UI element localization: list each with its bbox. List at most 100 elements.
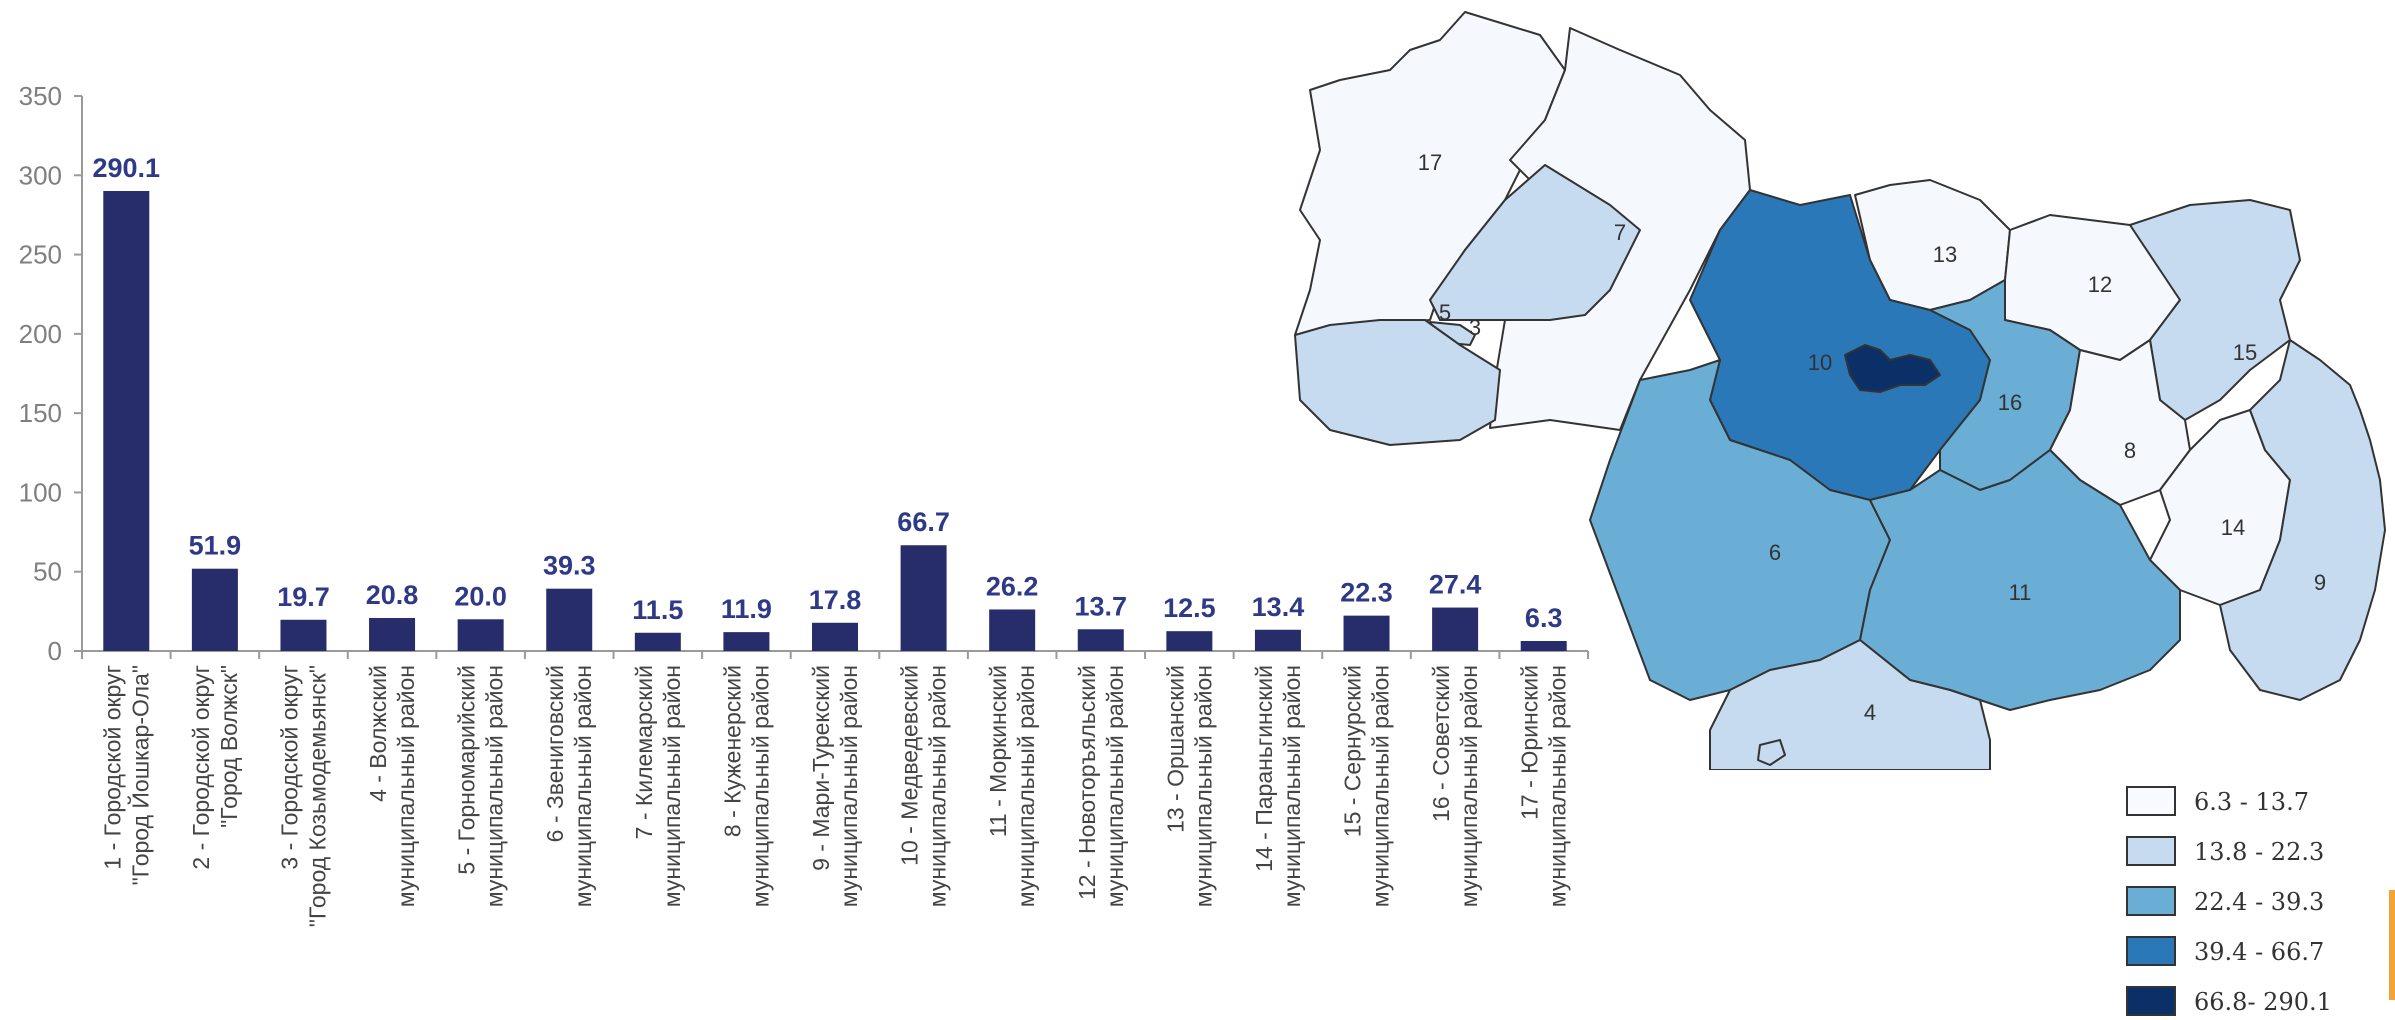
bar xyxy=(1432,607,1479,651)
data-label: 11.5 xyxy=(632,595,683,625)
category-label-line: 4 - Волжский xyxy=(365,665,391,802)
category-label-line: 15 - Сернурский xyxy=(1340,665,1366,837)
bar xyxy=(1520,641,1567,651)
map-district-label: 7 xyxy=(1614,220,1626,245)
bar xyxy=(457,619,504,651)
bar xyxy=(1166,631,1213,651)
map-district-label: 3 xyxy=(1469,315,1481,340)
data-label: 17.8 xyxy=(809,585,862,615)
y-tick-label: 200 xyxy=(19,319,62,349)
category-label-line: 1 - Городской округ xyxy=(99,665,125,870)
data-label: 13.7 xyxy=(1074,591,1127,621)
category-label-line: 2 - Городской округ xyxy=(188,665,214,870)
data-label: 13.4 xyxy=(1252,592,1305,622)
map-district-5 xyxy=(1429,164,1641,321)
data-label: 19.7 xyxy=(277,582,330,612)
category-label-line: муниципальный район xyxy=(393,665,419,907)
map-legend: 6.3 - 13.7 13.8 - 22.3 22.4 - 39.3 39.4 - 6… xyxy=(2120,770,2395,1016)
legend-swatch xyxy=(2126,786,2176,816)
map-district-label: 15 xyxy=(2233,340,2257,365)
bar xyxy=(546,588,593,651)
map-district-label: 13 xyxy=(1933,242,1957,267)
map-district-9 xyxy=(2219,339,2386,701)
category-label-line: муниципальный район xyxy=(1456,665,1482,907)
map-district-label: 5 xyxy=(1439,300,1451,325)
category-label-line: муниципальный район xyxy=(1013,665,1039,907)
category-label-line: муниципальный район xyxy=(659,665,685,907)
map-district-label: 14 xyxy=(2221,515,2245,540)
bar xyxy=(369,618,416,651)
map-district-17-west xyxy=(1294,319,1501,446)
category-label-line: 12 - Новоторъяльский xyxy=(1074,665,1100,900)
category-label-line: муниципальный район xyxy=(1545,665,1571,907)
map-district-label: 6 xyxy=(1769,540,1781,565)
map-district-label: 12 xyxy=(2088,272,2112,297)
category-label-line: муниципальный район xyxy=(836,665,862,907)
legend-swatch xyxy=(2126,836,2176,866)
legend-label: 6.3 - 13.7 xyxy=(2194,788,2309,816)
data-label: 11.9 xyxy=(721,594,772,624)
category-label-line: муниципальный район xyxy=(1190,665,1216,907)
category-label-line: 11 - Моркинский xyxy=(985,665,1011,837)
category-label-line: 13 - Оршанский xyxy=(1162,665,1188,833)
category-label-line: 16 - Советский xyxy=(1428,665,1454,822)
data-label: 20.8 xyxy=(366,580,419,610)
orange-edge-mark xyxy=(2389,890,2395,1000)
legend-item: 66.8- 290.1 xyxy=(2120,986,2380,1020)
map-district-label: 10 xyxy=(1808,350,1832,375)
bar xyxy=(191,568,238,651)
bar xyxy=(1077,629,1124,651)
map-district-label: 11 xyxy=(2009,580,2032,605)
category-label-line: 9 - Мари-Турекский xyxy=(808,665,834,871)
data-label: 26.2 xyxy=(986,571,1039,601)
y-tick-label: 0 xyxy=(48,636,62,666)
bar xyxy=(280,619,327,651)
category-label-line: 14 - Параньгинский xyxy=(1251,665,1277,872)
y-tick-label: 250 xyxy=(19,240,62,270)
map-city-1 xyxy=(1844,344,1941,393)
category-label-line: "Город Йошкар-Ола" xyxy=(126,665,153,885)
data-label: 27.4 xyxy=(1429,570,1482,600)
data-label: 51.9 xyxy=(189,531,242,561)
legend-label: 39.4 - 66.7 xyxy=(2194,938,2325,966)
bar xyxy=(812,622,858,651)
data-label: 66.7 xyxy=(897,507,950,537)
category-label-line: 3 - Городской округ xyxy=(276,665,302,870)
data-label: 39.3 xyxy=(543,551,596,581)
y-tick-label: 300 xyxy=(19,160,62,190)
category-label-line: 5 - Горномарийский xyxy=(454,665,480,875)
map-district-label: 8 xyxy=(2124,438,2136,463)
category-label-line: муниципальный район xyxy=(570,665,596,907)
bar xyxy=(1254,629,1301,651)
map-district-label: 9 xyxy=(2314,570,2326,595)
category-label-line: "Город Козьмодемьянск" xyxy=(304,665,330,927)
legend-label: 22.4 - 39.3 xyxy=(2194,888,2325,916)
legend-item: 22.4 - 39.3 xyxy=(2120,886,2380,920)
bar xyxy=(103,190,150,651)
bar xyxy=(723,632,770,651)
category-label-line: муниципальный район xyxy=(925,665,951,907)
legend-item: 39.4 - 66.7 xyxy=(2120,936,2380,970)
category-label-line: 7 - Килемарский xyxy=(631,665,657,839)
legend-item: 13.8 - 22.3 xyxy=(2120,836,2380,870)
legend-label: 13.8 - 22.3 xyxy=(2194,838,2325,866)
category-label-line: муниципальный район xyxy=(1368,665,1394,907)
category-label-line: муниципальный район xyxy=(482,665,508,907)
legend-label: 66.8- 290.1 xyxy=(2194,988,2332,1016)
category-label: 3 - Городской округ"Город Козьмодемьянск… xyxy=(276,665,330,927)
data-label: 12.5 xyxy=(1163,593,1216,623)
legend-swatch xyxy=(2126,886,2176,916)
